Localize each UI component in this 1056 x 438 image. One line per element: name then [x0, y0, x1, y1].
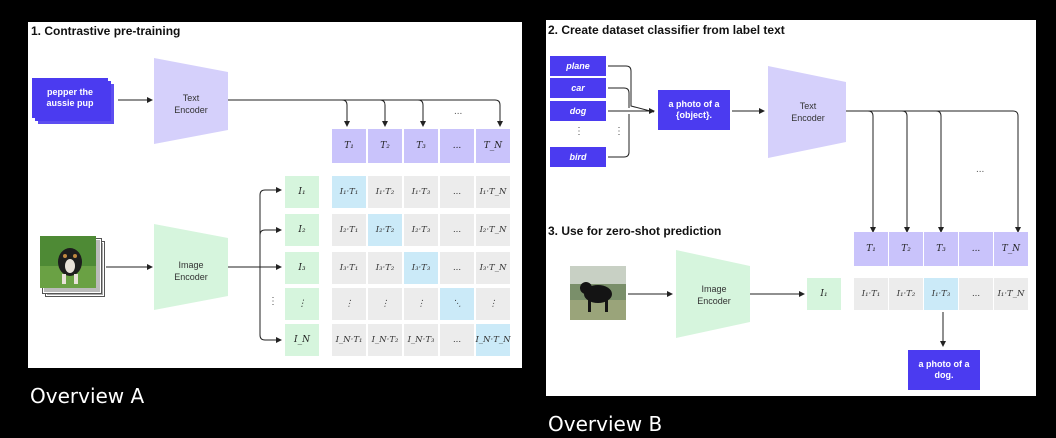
product-cell: I₁·T_N: [994, 278, 1028, 310]
panel-a-connectors: [106, 58, 503, 343]
text-token: T_N: [994, 232, 1028, 266]
label-ellipsis: ⋮: [614, 126, 624, 137]
matrix-cell: I₃·T₃: [404, 252, 438, 284]
matrix-cell: I₃·T₂: [368, 252, 402, 284]
image-token: I₃: [285, 252, 319, 284]
ellipsis: ...: [454, 106, 463, 117]
image-token: I₁: [285, 176, 319, 208]
matrix-cell: ⋮: [332, 288, 366, 320]
heading-zero-shot: 3. Use for zero-shot prediction: [548, 224, 722, 238]
image-token: I_N: [285, 324, 319, 356]
image-encoder-shape: [154, 224, 228, 310]
matrix-cell: ...: [440, 324, 474, 356]
label-item: plane: [550, 56, 606, 76]
matrix-cell: I₁·T_N: [476, 176, 510, 208]
label-item: dog: [550, 101, 606, 121]
image-token: ⋮: [285, 288, 319, 320]
heading-contrastive: 1. Contrastive pre-training: [31, 24, 181, 38]
matrix-cell: I_N·T₃: [404, 324, 438, 356]
matrix-cell: I₂·T_N: [476, 214, 510, 246]
matrix-cell: I₃·T_N: [476, 252, 510, 284]
text-token: T₃: [924, 232, 958, 266]
text-token: T₁: [332, 129, 366, 163]
product-cell: I₁·T₂: [889, 278, 923, 310]
label-item: car: [550, 78, 606, 98]
panel-zero-shot: 2. Create dataset classifier from label …: [546, 20, 1036, 396]
text-token: T₂: [889, 232, 923, 266]
product-cell: I₁·T₃: [924, 278, 958, 310]
ellipsis: ⋮: [268, 296, 278, 307]
image-encoder-shape-b: [676, 250, 750, 338]
text-encoder-shape-b: [768, 66, 846, 158]
text-token: T₃: [404, 129, 438, 163]
text-encoder-label: Text Encoder: [174, 93, 208, 115]
matrix-cell: ...: [440, 214, 474, 246]
caption-overview-b: Overview B: [548, 412, 663, 436]
product-cell: ...: [959, 278, 993, 310]
matrix-cell: ⋱: [440, 288, 474, 320]
matrix-cell: I₂·T₂: [368, 214, 402, 246]
matrix-cell: ...: [440, 252, 474, 284]
text-encoder-shape: [154, 58, 228, 144]
product-cell: I₁·T₁: [854, 278, 888, 310]
matrix-cell: I₁·T₁: [332, 176, 366, 208]
matrix-cell: I_N·T₁: [332, 324, 366, 356]
image-token: I₂: [285, 214, 319, 246]
matrix-cell: I₂·T₁: [332, 214, 366, 246]
ellipsis: ...: [976, 164, 985, 175]
text-token: ...: [959, 232, 993, 266]
dog-photo: [570, 266, 626, 320]
heading-dataset-classifier: 2. Create dataset classifier from label …: [548, 23, 785, 37]
text-token: T_N: [476, 129, 510, 163]
matrix-cell: ...: [440, 176, 474, 208]
image-token: I₁: [807, 278, 841, 310]
matrix-cell: ⋮: [476, 288, 510, 320]
matrix-cell: ⋮: [404, 288, 438, 320]
matrix-cell: ⋮: [368, 288, 402, 320]
matrix-cell: I₂·T₃: [404, 214, 438, 246]
dog-photo-pepper: [40, 236, 96, 288]
panel-b-connectors: [608, 65, 1021, 347]
prompt-template: a photo of a {object}.: [658, 90, 730, 130]
text-input-card: pepper the aussie pup: [32, 78, 108, 118]
text-encoder-label-b: Text Encoder: [791, 101, 825, 123]
image-encoder-label: Image Encoder: [174, 260, 208, 282]
matrix-cell: I₁·T₃: [404, 176, 438, 208]
prediction-card: a photo of a dog.: [908, 350, 980, 390]
text-token: ...: [440, 129, 474, 163]
matrix-cell: I_N·T_N: [475, 324, 511, 356]
matrix-cell: I_N·T₂: [368, 324, 402, 356]
matrix-cell: I₁·T₂: [368, 176, 402, 208]
text-token: T₂: [368, 129, 402, 163]
panel-contrastive-pretraining: 1. Contrastive pre-training pepper the a…: [28, 22, 522, 368]
label-ellipsis: ⋮: [574, 126, 584, 137]
matrix-cell: I₃·T₁: [332, 252, 366, 284]
caption-overview-a: Overview A: [30, 384, 145, 408]
label-item: bird: [550, 147, 606, 167]
image-encoder-label-b: Image Encoder: [697, 284, 731, 306]
text-token: T₁: [854, 232, 888, 266]
